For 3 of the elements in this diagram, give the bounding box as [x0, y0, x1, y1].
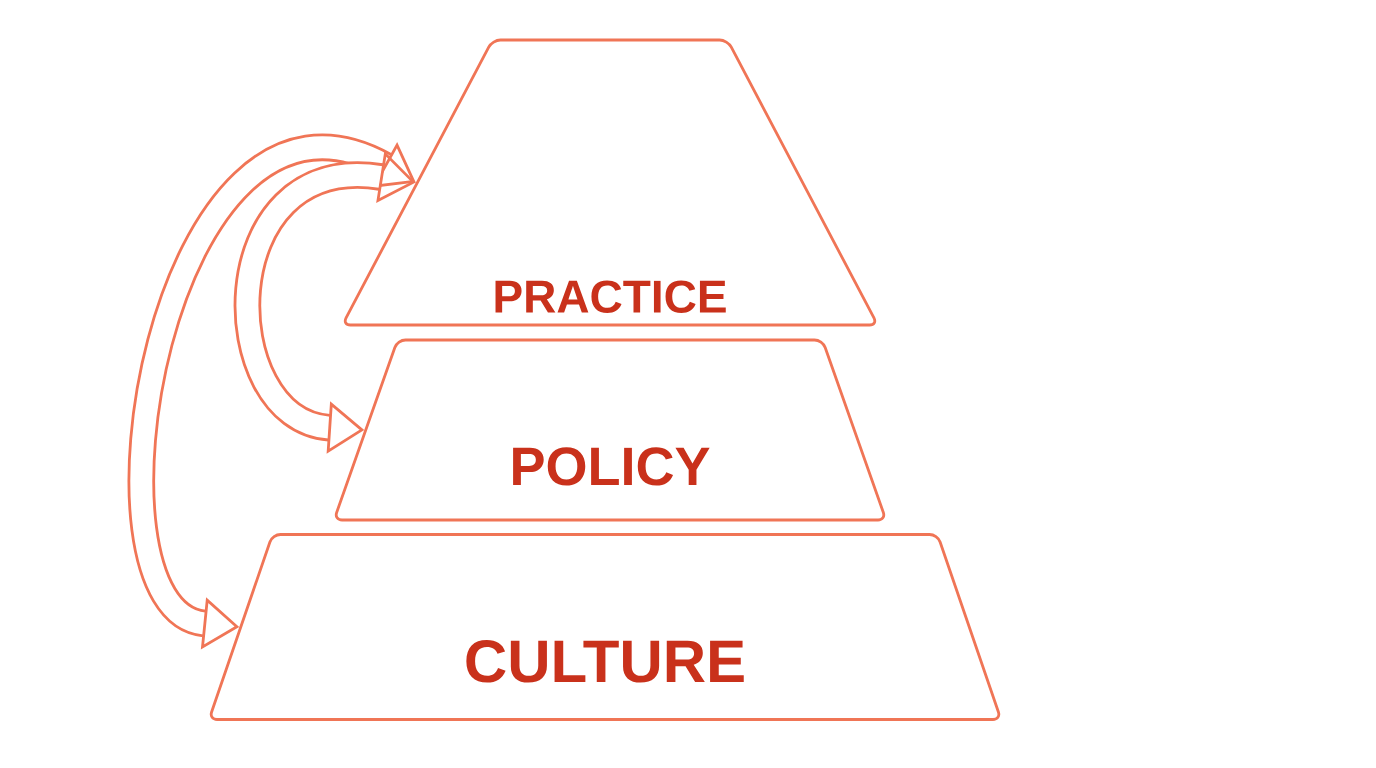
pyramid-level: POLICY [334, 338, 886, 522]
pyramid-level: PRACTICE [343, 38, 877, 327]
pyramid-level: CULTURE [209, 533, 1001, 721]
